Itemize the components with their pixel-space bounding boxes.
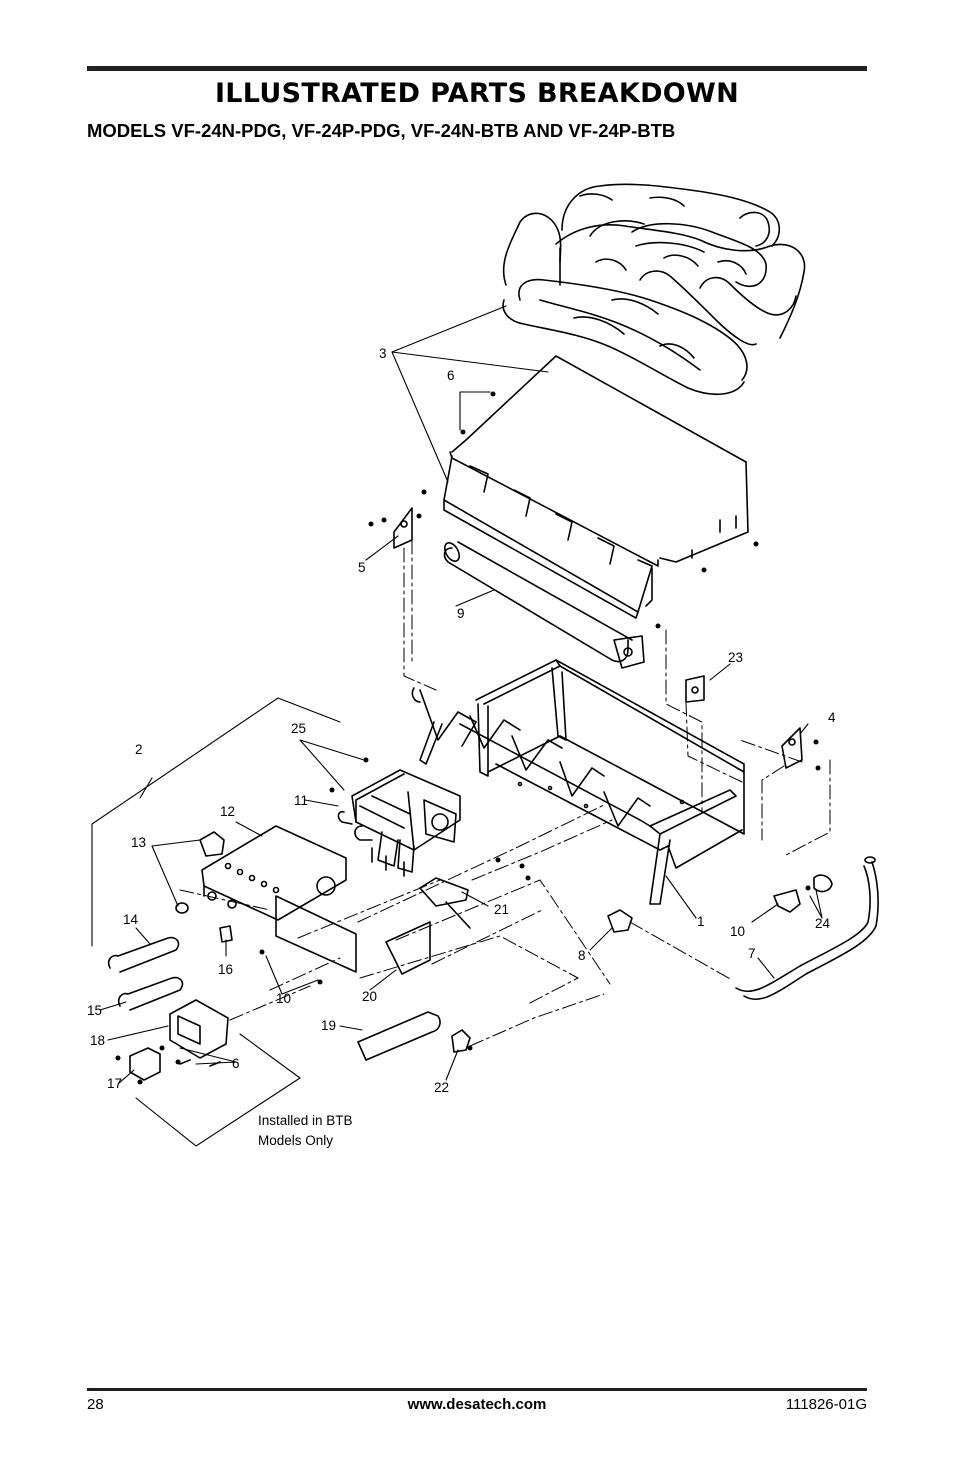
page-number: 28 bbox=[87, 1396, 104, 1413]
callout-label: 1 bbox=[697, 914, 705, 929]
page-title: ILLUSTRATED PARTS BREAKDOWN bbox=[214, 78, 740, 109]
control-box bbox=[107, 825, 471, 1011]
callout-label: 23 bbox=[728, 650, 743, 665]
top-rule bbox=[87, 66, 867, 71]
callout-label: 17 bbox=[107, 1076, 122, 1091]
callout-label: 16 bbox=[218, 962, 233, 977]
callout-label: 10 bbox=[276, 991, 291, 1006]
callout-label: 9 bbox=[457, 606, 465, 621]
website-url: www.desatech.com bbox=[407, 1396, 547, 1413]
burner-shield bbox=[443, 355, 749, 619]
callout-label: 7 bbox=[748, 946, 756, 961]
bottom-rule bbox=[87, 1388, 867, 1391]
callout-label: 20 bbox=[362, 989, 377, 1004]
burner-tube bbox=[443, 541, 645, 669]
document-number: 111826-01G bbox=[785, 1396, 867, 1413]
callout-label: 2 bbox=[135, 742, 143, 757]
btb-note-line: Installed in BTB bbox=[258, 1113, 353, 1128]
screws bbox=[115, 391, 821, 1085]
callout-label: 14 bbox=[123, 912, 139, 927]
callout-label: 5 bbox=[358, 560, 366, 575]
callout-label: 4 bbox=[828, 710, 836, 725]
gas-valve bbox=[337, 769, 461, 877]
fittings-and-hoses bbox=[357, 856, 879, 1061]
callout-label: 22 bbox=[434, 1080, 449, 1095]
btb-note-line: Models Only bbox=[258, 1133, 333, 1148]
callout-label: 12 bbox=[220, 804, 235, 819]
callout-label: 25 bbox=[291, 721, 306, 736]
callout-label: 10 bbox=[730, 924, 745, 939]
callout-label: 6 bbox=[232, 1056, 240, 1071]
callout-label: 21 bbox=[494, 902, 509, 917]
leader-lines bbox=[91, 305, 823, 1147]
callout-label: 13 bbox=[131, 835, 146, 850]
btb-switch-housing bbox=[129, 999, 229, 1081]
callout-label: 6 bbox=[447, 368, 455, 383]
log-set bbox=[502, 183, 806, 396]
callout-label: 19 bbox=[321, 1018, 336, 1033]
log-grate bbox=[411, 659, 745, 905]
callout-label: 11 bbox=[294, 793, 308, 808]
btb-note: Installed in BTB Models Only bbox=[258, 1113, 353, 1148]
assembly-lines bbox=[179, 539, 831, 1047]
callout-label: 24 bbox=[815, 916, 831, 931]
callout-labels: 1 2 3 4 5 6 6 7 8 9 10 10 11 12 13 14 15… bbox=[87, 346, 836, 1095]
callout-label: 8 bbox=[578, 948, 586, 963]
models-subtitle: MODELS VF-24N-PDG, VF-24P-PDG, VF-24N-BT… bbox=[87, 120, 676, 141]
callout-label: 15 bbox=[87, 1003, 102, 1018]
callout-label: 3 bbox=[379, 346, 387, 361]
callout-label: 18 bbox=[90, 1033, 105, 1048]
